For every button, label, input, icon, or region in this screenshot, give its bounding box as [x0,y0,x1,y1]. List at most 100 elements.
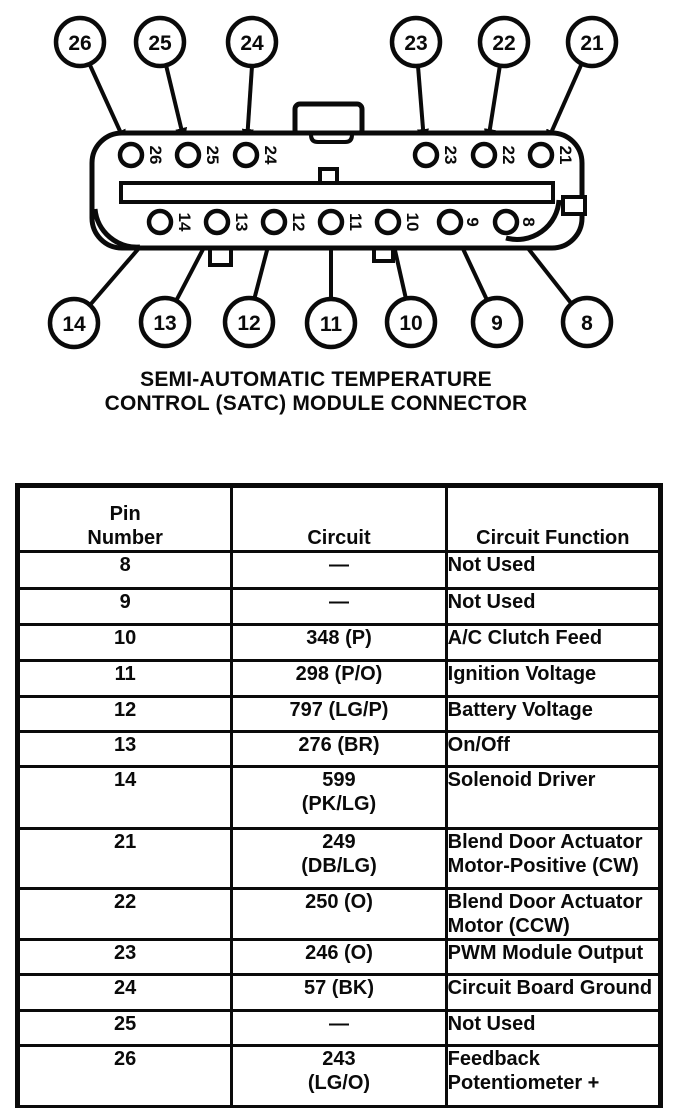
header-circuit: Circuit [230,484,448,553]
connector-diagram: 26 25 24 23 22 21 14 13 12 11 10 9 8 [47,15,619,350]
function-cell: Not Used [444,587,663,626]
connector-housing [89,101,587,267]
function-cell: Ignition Voltage [444,659,663,698]
callout-8-label: 8 [581,312,593,335]
table-row: 26 243 (LG/O) Feedback Potentiometer + [15,1044,663,1108]
function-cell: Blend Door Actuator Motor-Positive (CW) [444,827,663,890]
callout-23: 23 [389,15,443,69]
table-row: 13 276 (BR) On/Off [15,730,663,768]
pin-label-12: 12 [289,213,308,232]
callout-11: 11 [304,296,358,350]
pin-label-10: 10 [403,213,422,232]
leader-line-25 [164,64,188,142]
table-row: 8 — Not Used [15,550,663,590]
pin-label-11: 11 [346,213,365,231]
pin-cell: 12 [15,695,234,733]
callout-9: 9 [470,295,524,349]
pin-cell: 10 [15,623,234,662]
circuit-cell: 276 (BR) [230,730,448,768]
table-row: 25 — Not Used [15,1009,663,1047]
circuit-cell: 249 (DB/LG) [230,827,448,890]
callout-21-label: 21 [580,32,604,55]
circuit-cell: 797 (LG/P) [230,695,448,733]
housing-top-notch [309,131,354,144]
pin-21 [527,141,555,169]
pin-23 [412,141,440,169]
function-cell: Not Used [444,1009,663,1047]
pin-label-22: 22 [499,146,518,165]
callout-10: 10 [384,295,438,349]
callout-26-label: 26 [68,32,91,55]
pin-13 [203,208,231,236]
pin-label-9: 9 [463,217,482,226]
callouts-top: 26 25 24 23 22 21 [53,15,619,69]
circuit-cell: 298 (P/O) [230,659,448,698]
pin-24 [232,141,260,169]
keyway-bottom-left [92,208,141,250]
pin-label-14: 14 [175,213,194,232]
center-slot [119,181,555,204]
function-cell: A/C Clutch Feed [444,623,663,662]
circuit-cell: 250 (O) [230,887,448,941]
function-cell: Solenoid Driver [444,765,663,830]
circuit-cell: — [230,587,448,626]
pinout-table: Pin Number Circuit Circuit Function 8 — … [15,483,663,1108]
pin-label-13: 13 [232,213,251,232]
pin-cell: 14 [15,765,234,830]
callout-24: 24 [225,15,279,69]
pin-labels-top: 26 25 24 23 22 21 [146,146,575,165]
keyway-right-notch [561,195,587,216]
pin-22 [470,141,498,169]
callout-11-label: 11 [320,313,343,336]
header-row: Pin Number Circuit Circuit Function [15,484,663,553]
pinout-table-body: 8 — Not Used 9 — Not Used 10 348 (P) A/C… [15,550,663,1108]
circuit-cell: 599 (PK/LG) [230,765,448,830]
circuit-cell: — [230,550,448,590]
pin-cell: 21 [15,827,234,890]
function-cell: Not Used [444,550,663,590]
callout-22: 22 [477,15,531,69]
callout-9-label: 9 [491,312,503,335]
pinout-table-header: Pin Number Circuit Circuit Function [15,484,663,553]
callout-14-label: 14 [62,313,86,336]
leader-line-26 [87,62,127,144]
leader-line-23 [416,65,430,143]
circuit-cell: 348 (P) [230,623,448,662]
callout-10-label: 10 [399,312,422,335]
circuit-cell: 243 (LG/O) [230,1044,448,1108]
header-pin-number: Pin Number [15,484,234,553]
leader-line-21 [545,62,584,144]
callout-26: 26 [53,15,107,69]
pin-cell: 25 [15,1009,234,1047]
pin-label-24: 24 [261,146,280,165]
pin-cell: 22 [15,887,234,941]
callout-21: 21 [565,15,619,69]
pin-cell: 8 [15,550,234,590]
pin-row-bottom [146,208,520,236]
circuit-cell: 57 (BK) [230,973,448,1012]
table-row: 12 797 (LG/P) Battery Voltage [15,695,663,733]
pin-cell: 11 [15,659,234,698]
pin-cell: 13 [15,730,234,768]
callout-13: 13 [138,295,192,349]
leader-line-22 [483,64,502,143]
pin-cell: 23 [15,938,234,976]
pin-14 [146,208,174,236]
callout-13-label: 13 [153,312,176,335]
table-row: 9 — Not Used [15,587,663,626]
pin-9 [436,208,464,236]
callout-12-label: 12 [237,312,260,335]
pin-labels-bottom: 14 13 12 11 10 9 8 [175,213,538,232]
diagram-title: SEMI-AUTOMATIC TEMPERATURE CONTROL (SATC… [0,368,632,416]
keyway-bottom-right [505,199,562,242]
table-row: 14 599 (PK/LG) Solenoid Driver [15,765,663,830]
table-row: 21 249 (DB/LG) Blend Door Actuator Motor… [15,827,663,890]
function-cell: Battery Voltage [444,695,663,733]
function-cell: On/Off [444,730,663,768]
callout-24-label: 24 [240,32,264,55]
table-row: 22 250 (O) Blend Door Actuator Motor (CC… [15,887,663,941]
header-circuit-function: Circuit Function [444,484,663,553]
pin-row-top [117,141,555,169]
circuit-cell: 246 (O) [230,938,448,976]
